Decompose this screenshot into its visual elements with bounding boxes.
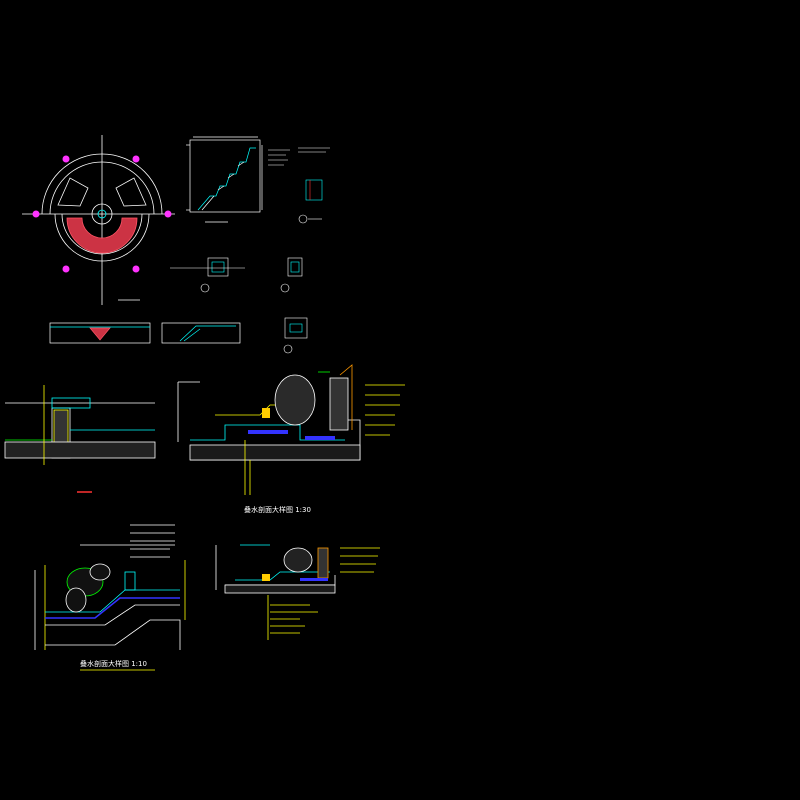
magenta-markers [32, 155, 172, 273]
fountain-elevations [49, 322, 241, 344]
stair-elevation [186, 136, 290, 223]
fountain-plan-view [22, 135, 175, 305]
section-a [177, 364, 405, 495]
pipe-details [170, 257, 308, 354]
pool-section-left [4, 385, 156, 493]
red-hatch-area [66, 217, 138, 254]
edge-detail-top [298, 147, 330, 224]
section-b [34, 524, 186, 671]
section-a-title: 叠水剖面大样图 1:30 [244, 505, 311, 514]
section-b-title: 叠水剖面大样图 1:10 [80, 659, 147, 668]
section-c [215, 544, 380, 640]
